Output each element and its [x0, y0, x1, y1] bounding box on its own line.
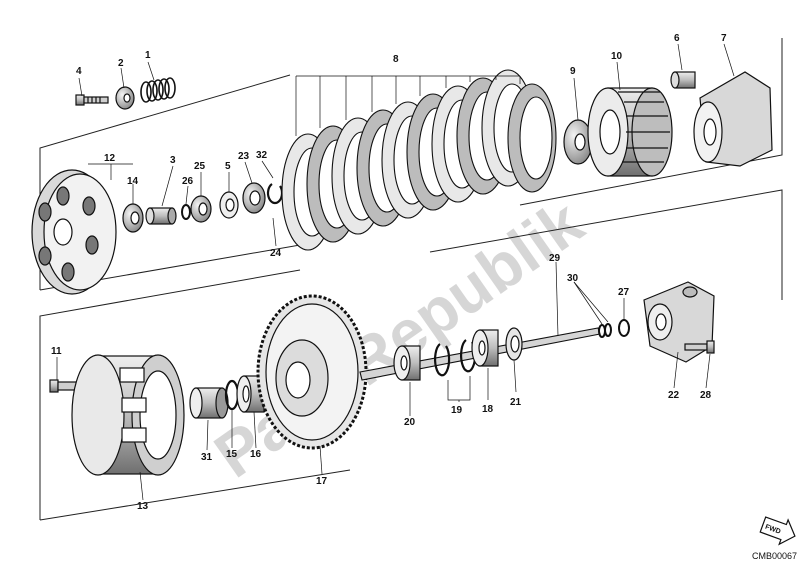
thrust-bearing	[122, 203, 144, 233]
callout-8: 8	[393, 54, 399, 65]
callout-22: 22	[668, 390, 680, 401]
callout-17: 17	[316, 476, 328, 487]
spacer-31	[189, 387, 229, 419]
watermark-text: PartsRepublik	[202, 185, 596, 491]
callout-7: 7	[721, 33, 727, 44]
bearing-20	[393, 345, 421, 381]
callout-23: 23	[238, 151, 250, 162]
nut-25	[190, 195, 212, 223]
spring-1	[140, 77, 176, 103]
clutch-drum-10	[587, 87, 673, 177]
drawing-code: CMB00067	[752, 551, 797, 561]
callout-29: 29	[549, 253, 561, 264]
callout-31: 31	[201, 452, 213, 463]
callout-15: 15	[226, 449, 238, 460]
callout-13: 13	[137, 501, 149, 512]
callout-4: 4	[76, 66, 82, 77]
seal-27	[618, 319, 630, 337]
bushing-16	[236, 375, 265, 413]
callout-labels: 1 2 3 4 5 6 7 8 9 10 11 12 13 14 15 16 1…	[51, 33, 727, 512]
callout-21: 21	[510, 397, 522, 408]
lower-frame-right	[429, 189, 783, 300]
callout-2: 2	[118, 58, 124, 69]
ring-15	[224, 379, 240, 411]
screw-4	[75, 94, 109, 106]
pin-6	[670, 71, 696, 89]
lower-frame	[39, 269, 301, 520]
fwd-arrow-icon: FWD	[759, 516, 796, 546]
callout-10: 10	[611, 51, 623, 62]
callout-26: 26	[182, 176, 194, 187]
friction-plate	[507, 83, 557, 193]
bolt-28	[684, 340, 715, 354]
primary-gear-17	[256, 294, 368, 450]
lower-frame-base	[39, 469, 351, 521]
callout-27: 27	[618, 287, 630, 298]
circlip-32	[266, 183, 284, 205]
circlip-19a	[433, 343, 451, 377]
callout-24: 24	[270, 248, 282, 259]
callout-32: 32	[256, 150, 268, 161]
cover-7	[693, 71, 773, 167]
callout-14: 14	[127, 176, 139, 187]
callout-12: 12	[104, 153, 116, 164]
upper-frame-right	[519, 38, 783, 206]
push-piece	[145, 207, 177, 225]
callout-18: 18	[482, 404, 494, 415]
callout-20: 20	[404, 417, 416, 428]
callout-16: 16	[250, 449, 262, 460]
callout-30: 30	[567, 273, 579, 284]
callout-25: 25	[194, 161, 206, 172]
bearing-23	[242, 182, 266, 214]
callout-28: 28	[700, 390, 712, 401]
o-ring-30b	[604, 323, 612, 337]
o-ring-26	[181, 204, 191, 220]
callout-19: 19	[451, 405, 463, 416]
callout-6: 6	[674, 33, 680, 44]
callout-5: 5	[225, 161, 231, 172]
callout-1: 1	[145, 50, 151, 61]
clutch-basket-13	[71, 354, 185, 476]
ring-21	[505, 327, 523, 361]
callout-9: 9	[570, 66, 576, 77]
clutch-plate-pack	[281, 69, 557, 251]
callout-11: 11	[51, 346, 62, 357]
leader-lines	[56, 43, 735, 501]
callout-3: 3	[170, 155, 176, 166]
washer-5	[219, 191, 239, 219]
bearing-18	[471, 329, 499, 367]
spring-cup-2	[115, 86, 135, 110]
pressure-plate	[31, 169, 117, 295]
